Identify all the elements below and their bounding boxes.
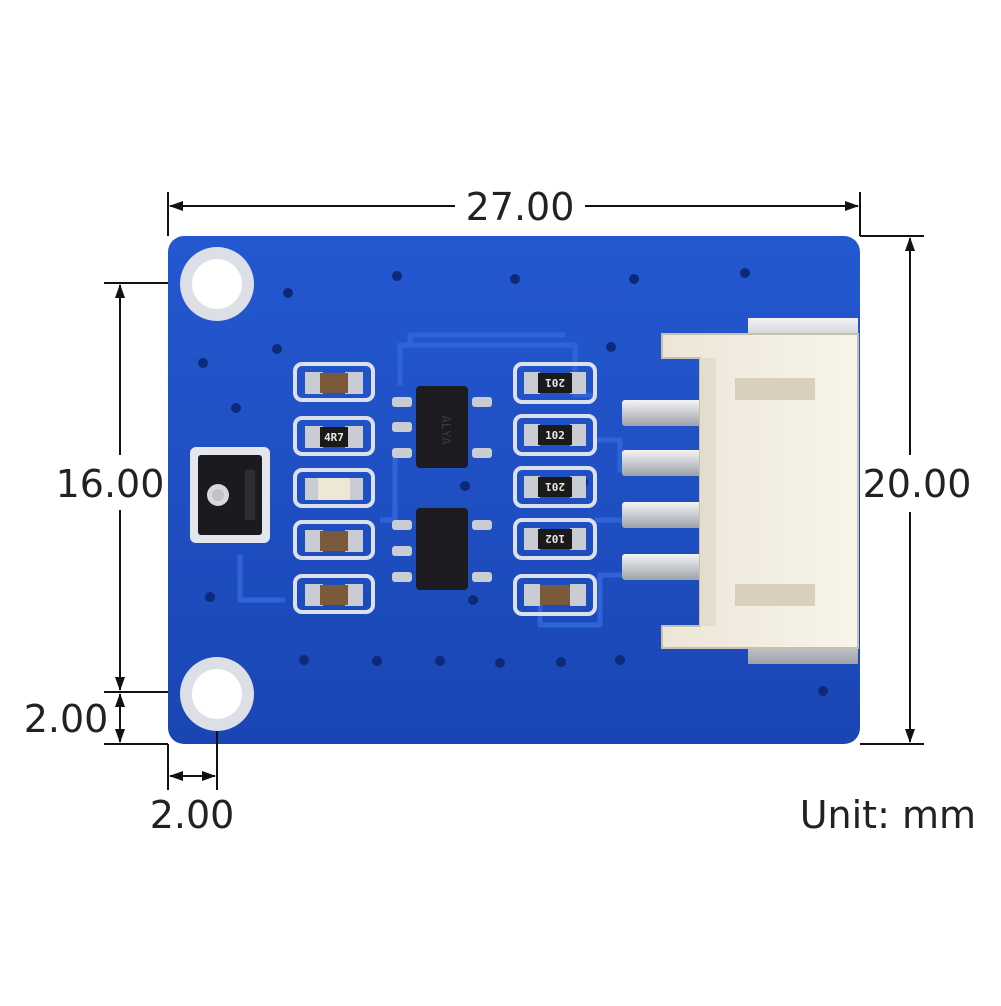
resistor-102-b: 102: [513, 518, 597, 560]
capacitor-c1: [293, 362, 375, 402]
light-sensor: [190, 447, 270, 543]
dim-offset-y-label: 2.00: [24, 697, 109, 741]
ic-top: ALYA: [392, 386, 492, 468]
resistor-4r7-label: 4R7: [324, 431, 344, 444]
capacitor-c3: [293, 574, 375, 614]
capacitor-c4: [513, 574, 597, 616]
dim-height-label: 20.00: [863, 462, 972, 506]
resistor-201-mid: 201: [513, 466, 597, 508]
mounting-hole-top-left: [180, 247, 254, 321]
resistor-201-top-label: 201: [545, 376, 565, 389]
right-passives: 201 102 201 102: [513, 362, 597, 616]
connector-pins: [622, 400, 702, 580]
resistor-102-a: 102: [513, 414, 597, 456]
dim-hole-height-label: 16.00: [56, 462, 165, 506]
resistor-201-top: 201: [513, 362, 597, 404]
connector: [622, 318, 859, 664]
mounting-hole-bottom-left: [180, 657, 254, 731]
dim-offset-x-label: 2.00: [150, 793, 235, 837]
pcb-vias: [198, 268, 828, 696]
ic-bottom: [392, 508, 492, 590]
led: [293, 468, 375, 508]
resistor-102-a-label: 102: [545, 429, 565, 442]
ic-top-marking: ALYA: [439, 416, 453, 446]
resistor-4r7: 4R7: [293, 416, 375, 456]
dim-width-label: 27.00: [466, 185, 575, 229]
resistor-201-mid-label: 201: [545, 480, 565, 493]
resistor-102-b-label: 102: [545, 532, 565, 545]
left-passives: 4R7: [293, 362, 375, 614]
dimension-lines: [104, 192, 924, 790]
unit-label: Unit: mm: [800, 793, 976, 837]
capacitor-c2: [293, 520, 375, 560]
